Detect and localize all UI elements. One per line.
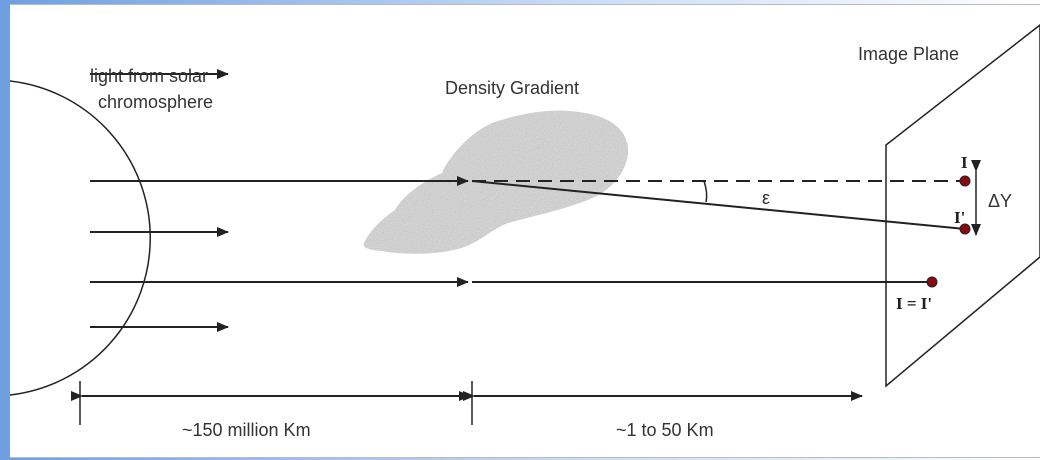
image-plane xyxy=(885,24,1040,388)
sun-disk xyxy=(10,80,152,396)
point-equal-label: I = I' xyxy=(896,294,933,313)
point-i-label: I xyxy=(961,153,968,172)
diagram-canvas xyxy=(10,24,1040,425)
image-point-i-prime xyxy=(959,223,971,235)
image-plane-label: Image Plane xyxy=(858,44,960,64)
delta-y-label: ΔY xyxy=(988,191,1013,211)
image-point-equal xyxy=(926,276,938,288)
distance-sun-label: ~150 million Km xyxy=(182,420,311,440)
schlieren-figure: light from solar chromosphere Density Gr… xyxy=(10,4,1040,458)
deflected-ray-outgoing xyxy=(471,180,966,230)
light-source-label-line2: chromosphere xyxy=(98,92,214,112)
epsilon-angle-arc xyxy=(703,180,708,203)
light-source-label-line1: light from solar xyxy=(90,66,209,86)
distance-gradient-label: ~1 to 50 Km xyxy=(616,420,714,440)
image-point-i xyxy=(959,175,971,187)
point-i-prime-label: I' xyxy=(954,208,966,227)
density-gradient-label: Density Gradient xyxy=(445,78,580,98)
epsilon-label: ε xyxy=(762,188,771,208)
